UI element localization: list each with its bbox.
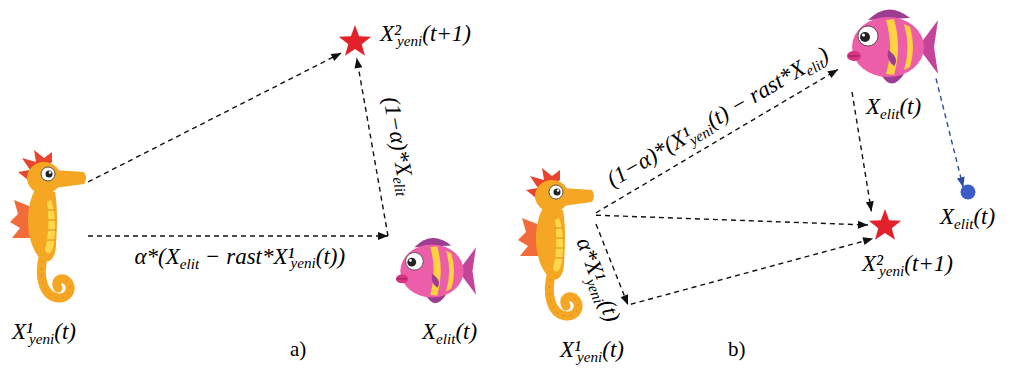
dashed-arrow xyxy=(88,53,341,182)
dot-marker-art xyxy=(960,184,976,200)
dashed-arrow xyxy=(596,70,838,213)
connector-line xyxy=(596,224,873,305)
connector-line xyxy=(596,215,868,225)
dashed-arrow xyxy=(88,232,388,240)
arrow-head xyxy=(378,232,388,240)
dashed-arrow xyxy=(936,79,965,188)
star-marker: X²yeni(t+1) xyxy=(338,24,372,58)
connector-line xyxy=(596,70,838,213)
fish-figure-art xyxy=(388,226,476,316)
panel-label: b) xyxy=(728,336,746,362)
connector-line xyxy=(936,79,963,188)
edge-label: α*(Xelit − rast*X¹yeni(t)) xyxy=(135,243,346,274)
node-label: X²yeni(t+1) xyxy=(380,20,471,51)
arrow-head xyxy=(866,201,874,212)
arrow-head xyxy=(957,177,965,188)
dashed-arrow xyxy=(596,215,868,228)
fish-figure: Xelit(t) xyxy=(838,2,938,92)
dot-marker: Xelit(t) xyxy=(960,184,976,200)
node-label: X¹yeni(t) xyxy=(12,318,76,349)
star-marker-art xyxy=(338,24,372,58)
arrow-head xyxy=(858,221,868,229)
arrow-head xyxy=(827,70,838,79)
edge-label: (1−α)*Xelit xyxy=(374,94,421,197)
arrow-head xyxy=(354,58,362,69)
node-label: X²yeni(t+1) xyxy=(862,250,953,281)
edge-label: α*X¹yeni(t) xyxy=(567,233,626,326)
arrow-head xyxy=(862,237,873,245)
arrow-head xyxy=(331,53,342,61)
star-marker: X²yeni(t+1) xyxy=(868,208,902,242)
edge-label: (1−α)*(X¹yeni(t) − rast*Xelit) xyxy=(601,40,834,195)
connector-line xyxy=(88,235,388,236)
panel-label: a) xyxy=(290,336,306,362)
node-label: X¹yeni(t) xyxy=(560,336,624,367)
star-marker-art xyxy=(868,208,902,242)
connector-line xyxy=(88,53,341,182)
node-label: Xelit(t) xyxy=(940,203,995,234)
seahorse-figure: X¹yeni(t) xyxy=(8,150,88,310)
dashed-arrow xyxy=(596,224,873,305)
node-label: Xelit(t) xyxy=(422,318,477,349)
fish-figure-art xyxy=(838,2,938,92)
fish-figure: Xelit(t) xyxy=(388,226,476,316)
seahorse-figure-art xyxy=(8,150,88,310)
node-label: Xelit(t) xyxy=(866,93,921,124)
